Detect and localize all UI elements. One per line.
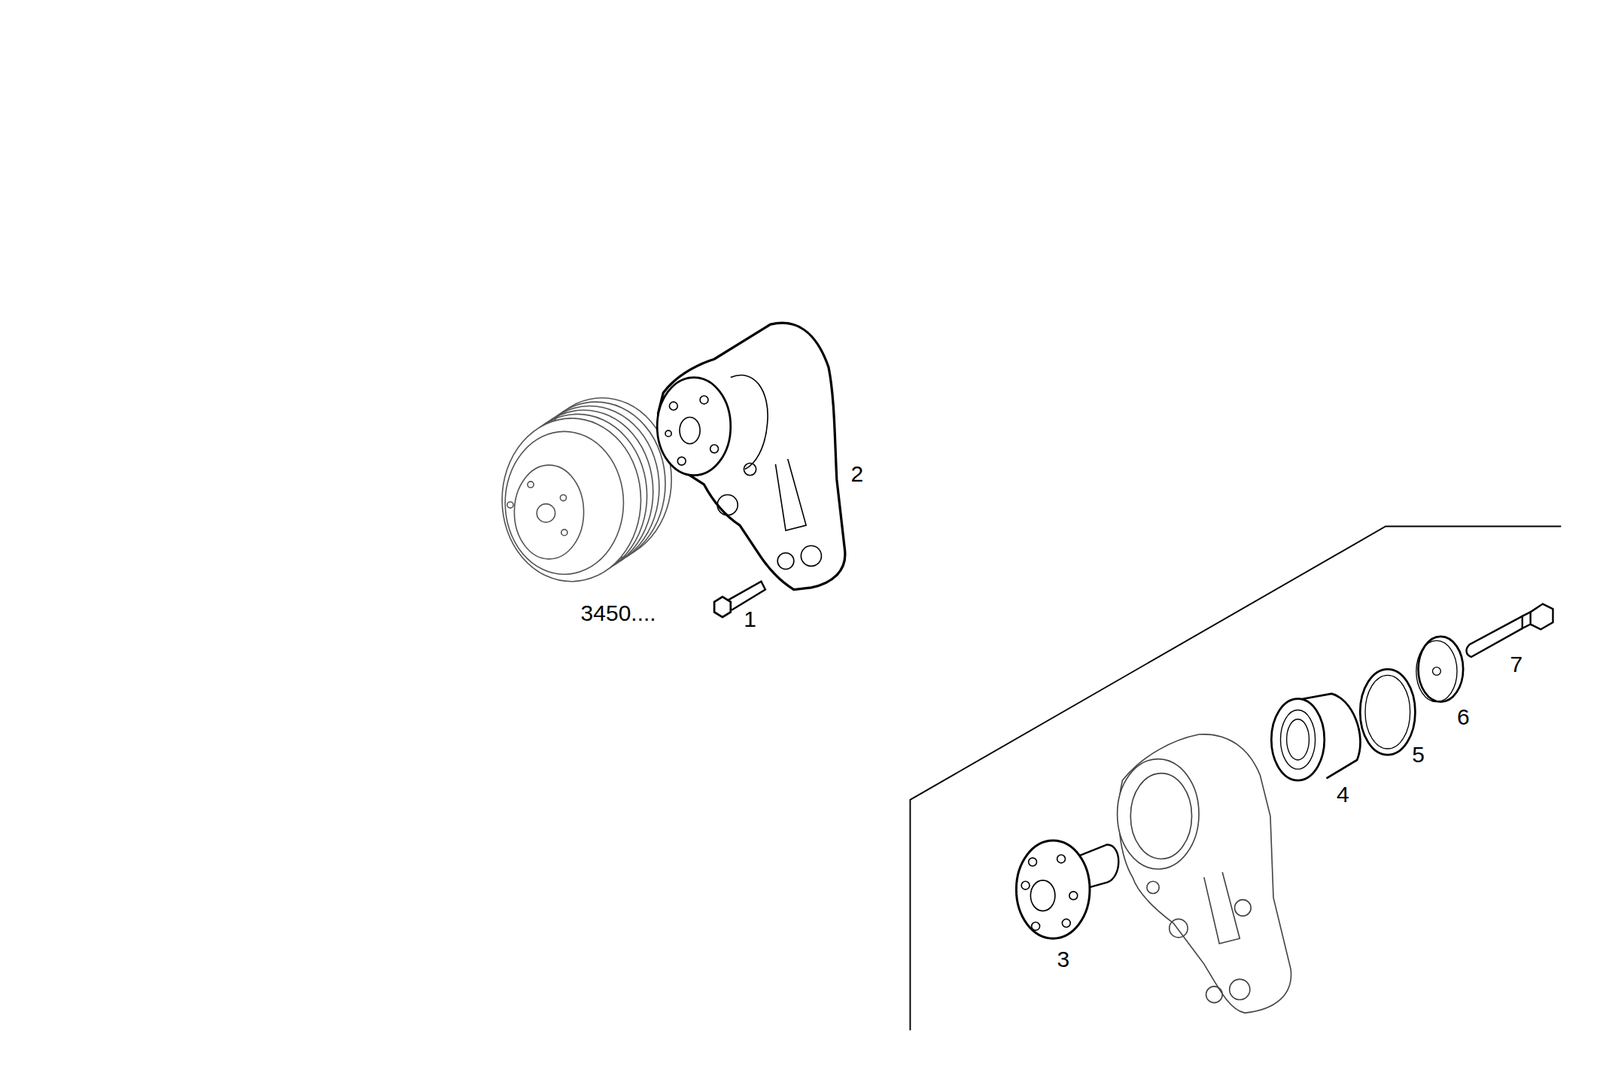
tensioner-bracket [657,322,846,590]
pulley [501,398,672,582]
callout-number: 4 [1336,783,1350,807]
callout-number: 7 [1509,653,1523,676]
tensioner-bracket-detail [1117,734,1292,1013]
pivot-shaft [1015,840,1119,939]
callout-number: 3 [1056,948,1070,971]
detail-frame [909,526,1561,1032]
bearing [1271,693,1360,781]
bolt [1466,604,1554,658]
circlip [1359,669,1415,755]
washer [1416,636,1464,703]
callout-number: 3450.... [580,602,657,625]
callout-number: 6 [1457,705,1470,729]
callout-number: 5 [1411,743,1425,767]
callout-number: 1 [743,608,757,631]
callout-number: 2 [851,462,864,486]
bolt [714,581,766,618]
